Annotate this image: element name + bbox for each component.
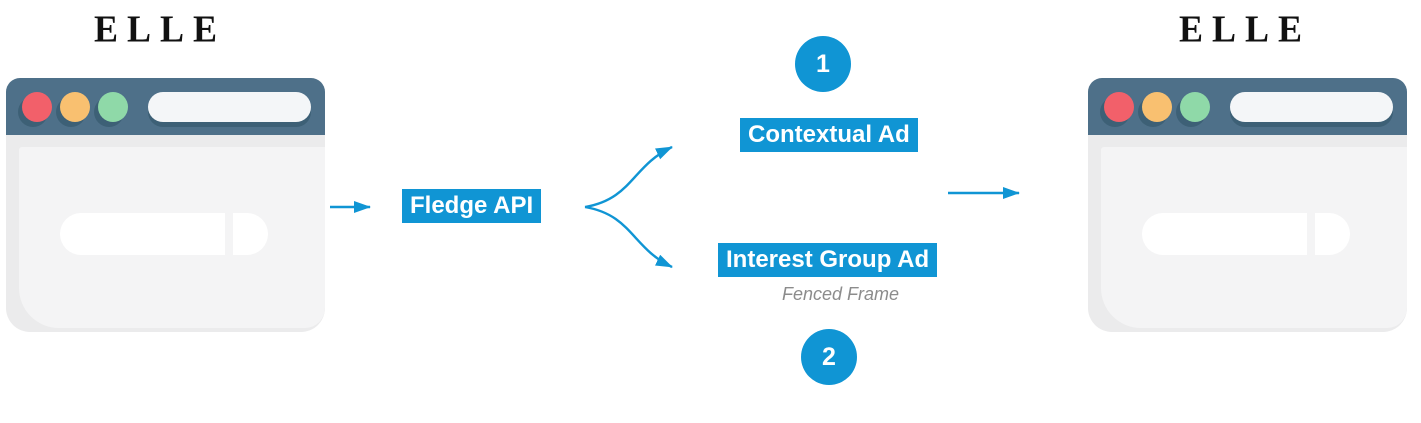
browser-titlebar (1088, 78, 1407, 135)
content-placeholder-bar (60, 213, 225, 255)
browser-window-left (6, 78, 325, 332)
fledge-api-label: Fledge API (402, 189, 542, 223)
step-1-badge: 1 (795, 36, 851, 92)
elle-logo-right: ELLE (1178, 8, 1312, 51)
traffic-light-green-icon (98, 91, 128, 122)
browser-titlebar (6, 78, 325, 135)
arrow-branch-to-contextual (584, 145, 673, 209)
traffic-light-orange-icon (60, 91, 90, 122)
content-placeholder-cap (1315, 213, 1350, 255)
browser-window-right (1088, 78, 1407, 332)
arrow-branch-to-interest-group (584, 205, 673, 269)
content-placeholder-bar (1142, 213, 1307, 255)
elle-logo-left: ELLE (93, 8, 227, 51)
interest-group-ad-label: Interest Group Ad (718, 243, 938, 277)
traffic-light-red-icon (22, 91, 52, 122)
traffic-light-red-icon (1104, 91, 1134, 122)
traffic-light-green-icon (1180, 91, 1210, 122)
address-bar (148, 91, 311, 122)
fenced-frame-caption: Fenced Frame (781, 284, 900, 304)
contextual-ad-label: Contextual Ad (740, 118, 918, 152)
traffic-light-orange-icon (1142, 91, 1172, 122)
content-placeholder-cap (233, 213, 268, 255)
step-2-badge: 2 (801, 329, 857, 385)
address-bar (1230, 91, 1393, 122)
